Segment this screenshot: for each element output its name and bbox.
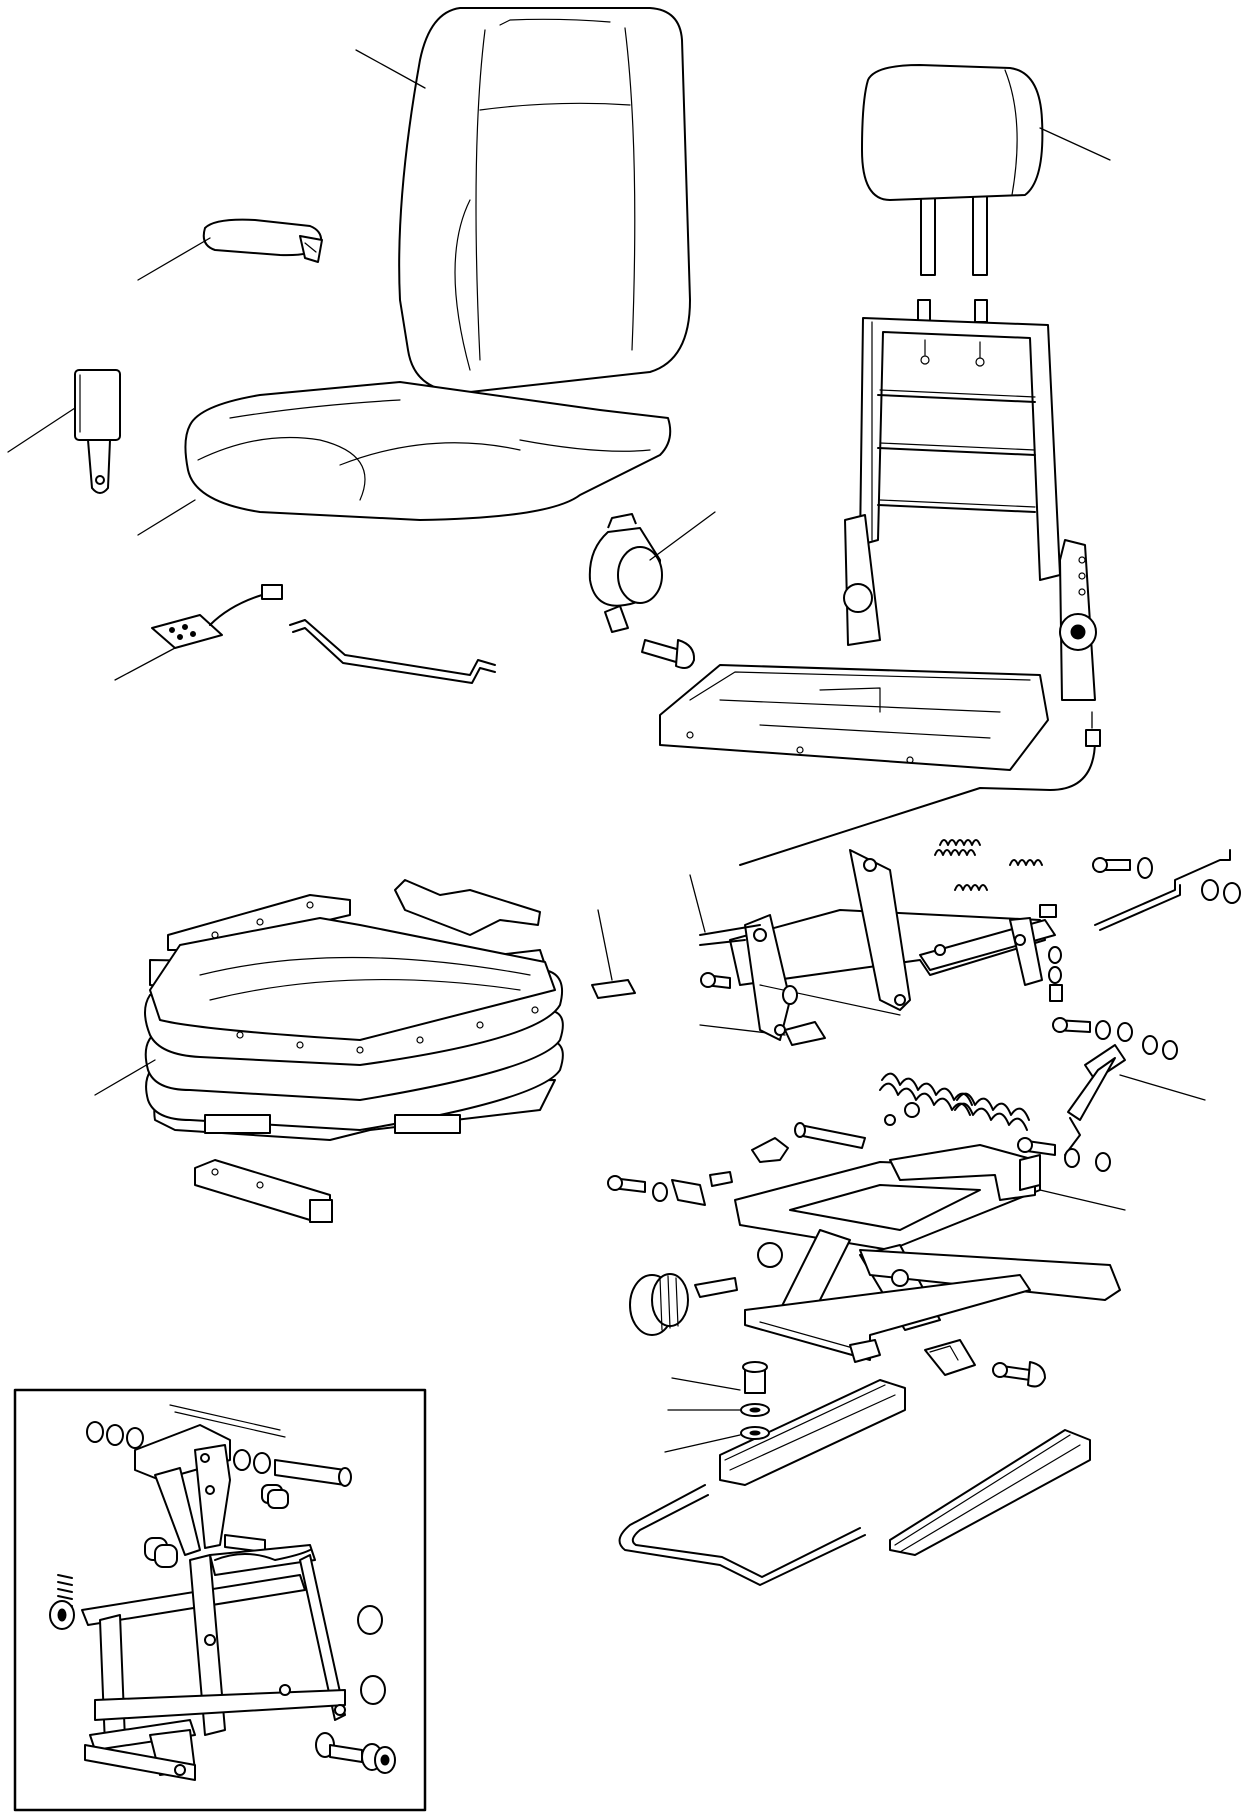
bolt (992, 1361, 1046, 1388)
leader-line (1119, 1074, 1206, 1101)
pad (784, 1021, 826, 1046)
tension-spring (1009, 859, 1043, 866)
pin (794, 1122, 866, 1149)
pad (591, 979, 636, 999)
base-rail (889, 1429, 1091, 1556)
detail-inset (49, 1404, 396, 1781)
leader-line (664, 1434, 741, 1453)
screw-stack (740, 1361, 770, 1440)
upper-suspension-frame (729, 849, 1057, 1041)
bolt (641, 639, 696, 669)
wire-rod (289, 619, 496, 676)
mounting-plate (394, 879, 541, 936)
leader-line (1039, 1189, 1126, 1211)
backrest-frame (843, 299, 1097, 701)
wire-rod-inner (292, 627, 496, 684)
washer (884, 1114, 896, 1126)
bracket (194, 1159, 333, 1223)
headrest (861, 64, 1044, 276)
leader-line (1039, 127, 1111, 161)
bracket (1094, 849, 1231, 931)
cable-end (1085, 729, 1101, 747)
suspension-bellows (144, 917, 564, 1141)
leader-line (689, 874, 706, 933)
leader-line (137, 499, 196, 536)
coil-spring (954, 1092, 1030, 1131)
seat-cushion (184, 381, 672, 521)
tension-spring (934, 849, 976, 856)
leader-line (355, 49, 426, 89)
adjustment-knob (629, 1273, 738, 1336)
bolt-set (607, 1171, 733, 1206)
nut (1201, 879, 1241, 904)
bolt (1052, 1017, 1178, 1060)
leader-line (671, 1377, 741, 1391)
seat-belt-buckle (74, 369, 121, 494)
bolt (700, 972, 798, 1005)
leader-line (94, 1059, 156, 1096)
leader-line (597, 909, 613, 981)
belt-retractor (588, 513, 663, 633)
seat-pan (659, 664, 1049, 771)
nut (1048, 946, 1063, 1002)
wire-handle (618, 1484, 866, 1586)
leader-line (114, 647, 176, 681)
scissor-lift (734, 1144, 1121, 1363)
base-rail (719, 1379, 906, 1486)
clip (751, 1137, 789, 1163)
bracket (924, 1339, 976, 1376)
armrest (202, 218, 323, 263)
washer (904, 1102, 920, 1118)
leader-line (649, 511, 716, 561)
bolt (1017, 1137, 1111, 1172)
bolt (1092, 857, 1153, 879)
seat-sensor-switch (151, 584, 283, 649)
rod (699, 939, 746, 946)
leader-line (137, 237, 211, 281)
tension-spring (939, 839, 981, 846)
tension-spring (954, 884, 988, 891)
coil-spring (879, 1072, 973, 1116)
rod (699, 924, 761, 936)
shock-absorber (1064, 1044, 1126, 1168)
backrest-cushion (398, 7, 691, 394)
leader-line (7, 407, 76, 453)
cable (739, 739, 1096, 866)
wire-handle-inner (631, 1494, 861, 1578)
